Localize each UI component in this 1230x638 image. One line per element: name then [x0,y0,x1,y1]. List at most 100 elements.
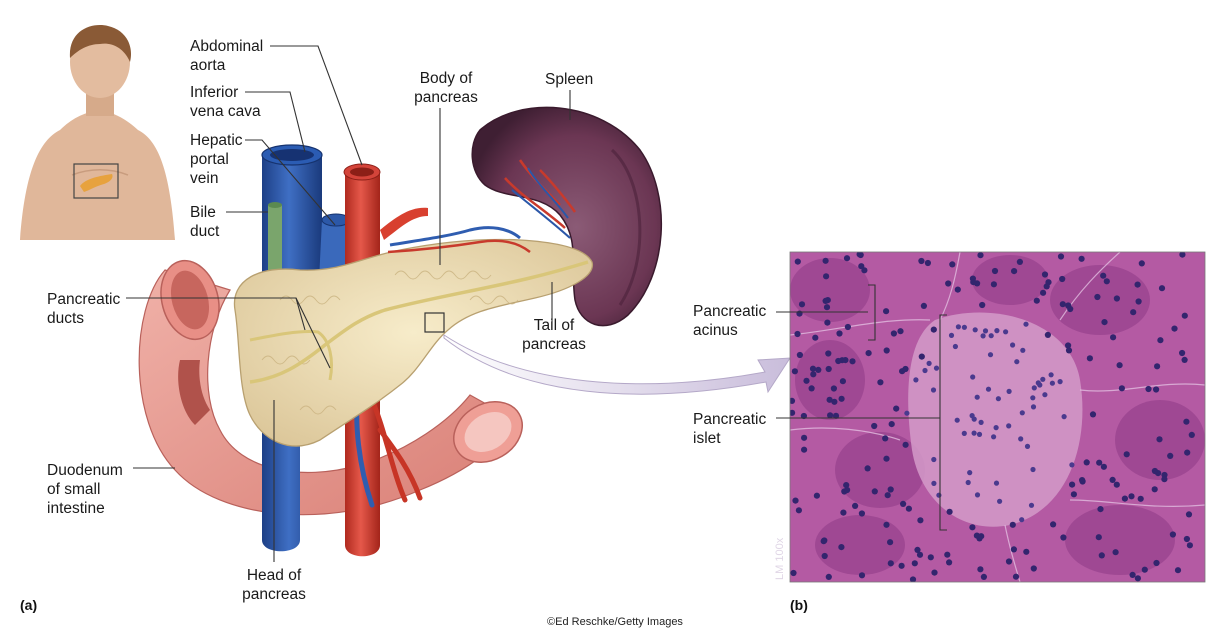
nucleus [794,330,801,338]
nucleus [993,425,999,431]
nucleus [1009,521,1016,528]
nucleus [1040,289,1047,296]
nucleus [1134,281,1141,288]
nucleus [858,510,866,517]
nucleus [887,486,894,493]
nucleus [810,371,817,378]
nucleus [871,488,878,495]
nucleus [1181,356,1188,363]
nucleus [922,367,928,374]
nucleus [844,323,852,331]
nucleus [1005,558,1013,565]
nucleus [946,559,953,566]
nucleus [1186,542,1193,549]
nucleus [1010,342,1016,348]
nucleus [969,413,975,419]
nucleus [930,387,937,393]
nucleus [980,333,986,339]
nucleus [990,281,998,288]
nucleus [1040,376,1046,382]
nucleus [905,505,913,512]
nucleus [1020,347,1026,353]
nucleus [1097,506,1104,513]
label-pancreatic-islet: Pancreatic islet [693,411,767,447]
nucleus [909,576,917,582]
label-duodenum: Duodenum of small intestine [47,462,123,517]
nucleus [918,257,925,265]
nucleus [1006,388,1012,394]
nucleus [1103,278,1110,285]
nucleus [1033,297,1040,304]
nucleus [883,455,890,462]
label-pancreatic-ducts: Pancreatic ducts [47,291,121,327]
nucleus [836,330,843,337]
nucleus [1031,385,1037,391]
nucleus [977,252,984,259]
nucleus [831,398,838,405]
nucleus [1048,372,1054,378]
nucleus [995,396,1002,402]
nucleus [904,410,910,416]
nucleus [955,324,962,330]
nucleus [1078,255,1085,262]
nucleus [1069,481,1076,488]
nucleus [965,479,971,486]
nucleus [825,573,832,581]
nucleus [969,524,976,531]
nucleus [1123,451,1130,458]
nucleus [1157,337,1164,344]
micrograph [790,252,1205,582]
nucleus [917,517,924,524]
nucleus [1016,258,1024,265]
nucleus [926,360,932,366]
nucleus [1044,331,1051,338]
nucleus [792,497,799,504]
nucleus [838,395,845,402]
panel-label-b: (b) [790,597,808,613]
nucleus [1171,325,1178,332]
nucleus [844,486,851,494]
nucleus [1030,395,1036,401]
nucleus [961,324,968,330]
nucleus [1129,571,1136,579]
nucleus [1028,502,1035,508]
nucleus [1019,517,1025,523]
label-tail-of-pancreas: Tail of pancreas [522,317,586,353]
nucleus [808,385,815,392]
nucleus [1112,549,1119,556]
nucleus [897,328,904,335]
nucleus [913,377,919,383]
nucleus [918,353,925,360]
nucleus [1003,329,1009,335]
nucleus [1086,355,1093,362]
nucleus [843,482,850,489]
nucleus [945,280,952,287]
nucleus [954,417,960,423]
nucleus [1179,252,1186,258]
nucleus [985,386,992,392]
nucleus [1095,534,1102,541]
nucleus [927,554,934,561]
nucleus [902,365,909,373]
nucleus [1050,521,1057,528]
duodenum [138,259,523,516]
nucleus [1167,452,1174,459]
nucleus [924,259,932,267]
label-abdominal-aorta: Abdominal aorta [190,38,264,74]
nucleus [884,492,891,499]
nucleus [1174,567,1182,574]
nucleus [1059,275,1066,283]
nucleus [887,560,894,567]
nucleus [982,328,989,334]
nucleus [952,343,959,350]
nucleus [1094,293,1101,301]
nucleus [1006,423,1012,429]
label-hepatic-portal-vein: Hepatic portal vein [190,132,243,187]
nucleus [857,252,864,259]
nucleus [994,328,1000,334]
nucleus [801,446,808,453]
nucleus [1183,418,1190,425]
nucleus [1042,392,1048,398]
nucleus [1128,493,1135,500]
